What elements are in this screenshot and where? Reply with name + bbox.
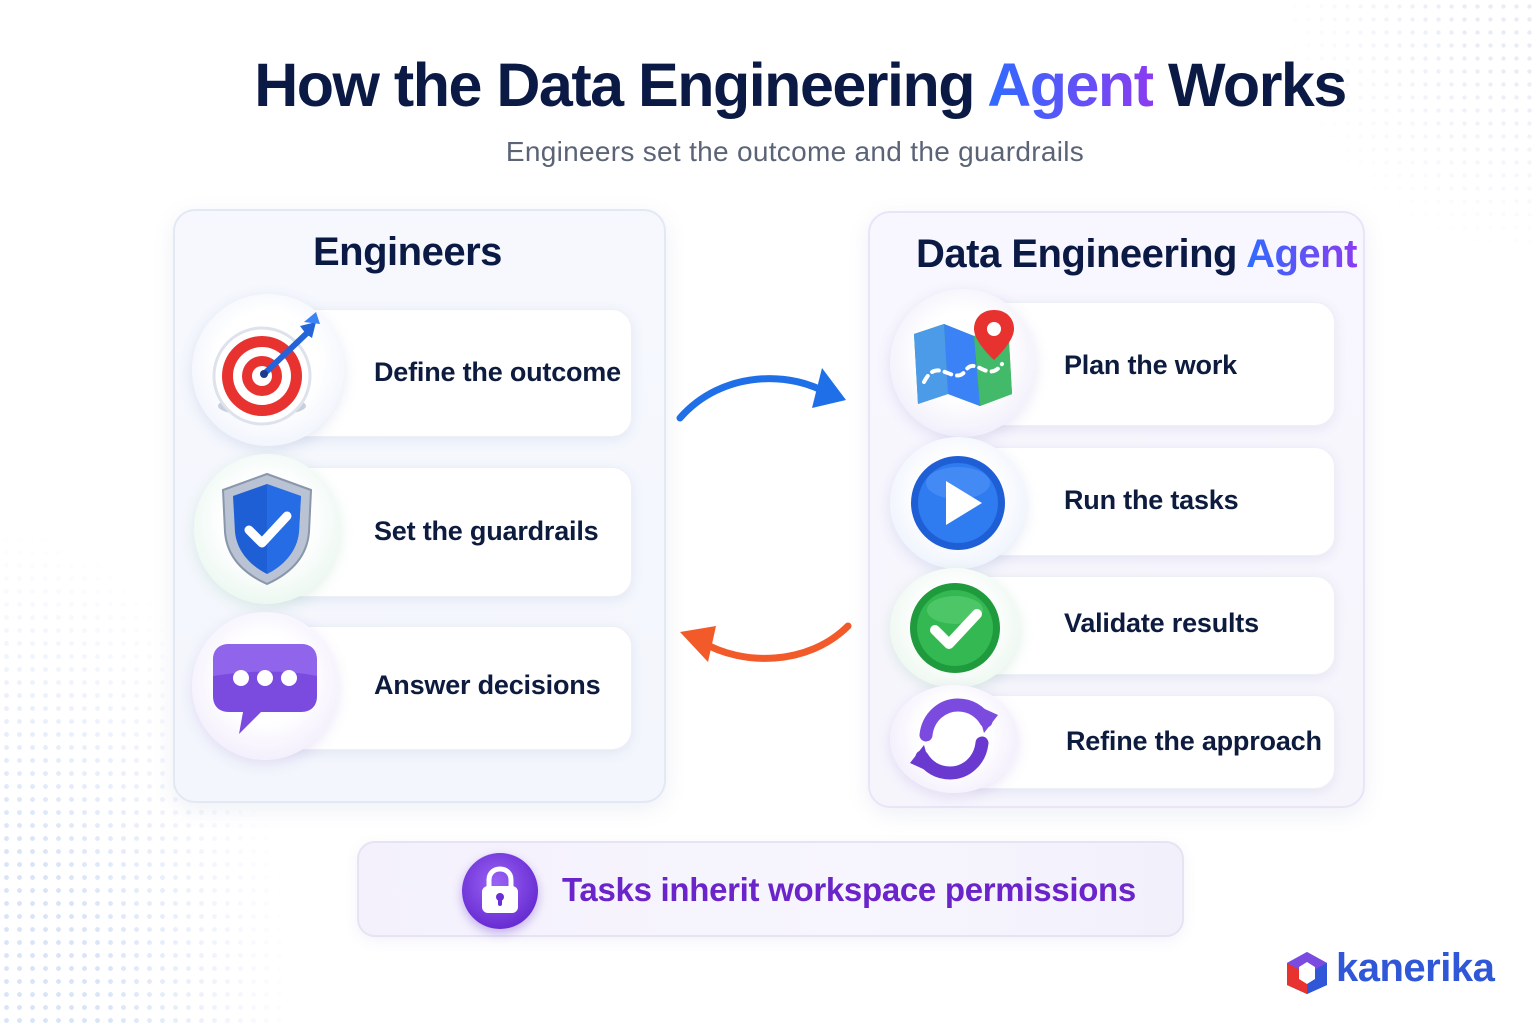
agent-item-validate-results [962,576,1335,675]
check-circle-icon [890,568,1020,688]
page-title: How the Data Engineering Agent Works [0,50,1536,120]
agent-title-accent: Agent [1246,232,1357,276]
engineers-item-label: Define the outcome [374,357,621,387]
engineers-item-label: Set the guardrails [374,516,599,546]
kanerika-cube-icon [1284,950,1330,1001]
agent-item-label: Validate results [1064,608,1259,638]
agent-title-text: Data Engineering [916,232,1247,276]
agent-item-refine-approach [962,695,1335,789]
flow-arrows [676,368,852,662]
engineers-panel-title: Engineers [313,230,502,274]
agent-item-label: Run the tasks [1064,485,1239,515]
shield-check-icon [194,454,340,604]
lock-icon [462,853,538,929]
target-icon [192,294,344,446]
agent-panel-title: Data Engineering Agent [916,232,1357,277]
title-accent: Agent [987,51,1154,119]
forward-arrow-icon [676,375,836,422]
engineers-item-label: Answer decisions [374,670,601,700]
refresh-icon [890,685,1018,793]
agent-item-label: Refine the approach [1066,726,1322,756]
title-text-end: Works [1152,51,1347,119]
page-subtitle: Engineers set the outcome and the guardr… [505,136,1085,167]
forward-arrow-head-icon [812,368,846,408]
permissions-note-text: Tasks inherit workspace permissions [562,871,1136,908]
back-arrow-head-icon [680,626,716,662]
play-icon [890,437,1026,569]
chat-bubble-icon [192,612,338,760]
title-text: How the Data Engineering [254,51,988,119]
map-pin-icon [890,289,1036,437]
agent-item-label: Plan the work [1064,350,1237,380]
back-arrow-icon [698,622,852,662]
kanerika-logo-text: kanerika [1336,946,1495,990]
